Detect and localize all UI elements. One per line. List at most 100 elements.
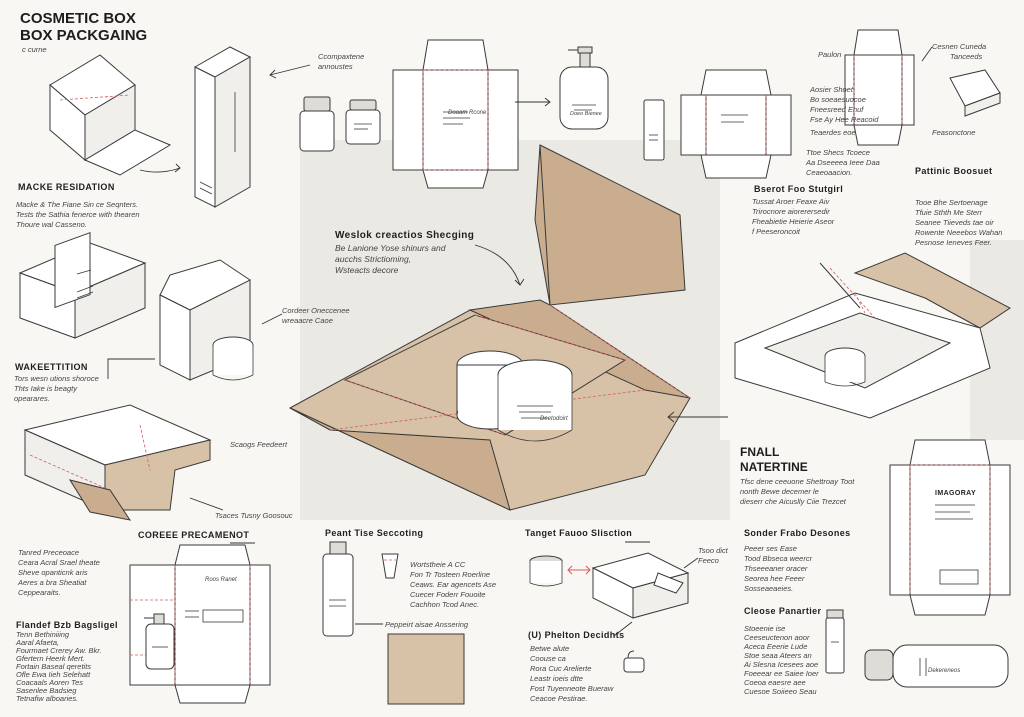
tanred-text-4: Aeres a bra Sheatiat xyxy=(18,578,87,587)
flandef-heading: Flandef Bzb Bagsligel xyxy=(16,620,118,630)
top-right-text-2: Bo soeaesuocoe xyxy=(810,95,866,104)
tray-pointer xyxy=(667,411,728,423)
phelon-text-6: Ceacoe Pestirae. xyxy=(530,694,588,703)
tanred-text-1: Tanred Preceoace xyxy=(18,548,80,557)
coreee-heading: COREEE PRECAMENOT xyxy=(138,530,250,540)
top-right-label-2: Cesnen Cuneda xyxy=(932,42,987,51)
wakeettition-text-2: Thts Iake is beagty xyxy=(14,384,77,393)
pent-text-3: Ceaws. Ear agencets Ase xyxy=(410,580,497,589)
phelon-text-5: Fost Tuyenneote Bueraw xyxy=(530,684,614,693)
compare-arrow xyxy=(269,64,311,79)
pattinic-text-3: Seanee Tiieveds tae oir xyxy=(915,218,994,227)
main-annotation-title: Weslok creactios Shecging xyxy=(335,230,475,241)
bserve-text-4: f Peeseroncoit xyxy=(752,227,800,236)
bottle-label: Roos Ranet xyxy=(205,577,237,583)
card-tag xyxy=(381,553,399,579)
stoeenie-text-8: Cuesoe Soiieeo Seau xyxy=(744,687,817,696)
finall-heading-line1: FNALL xyxy=(740,445,780,459)
top-right-text-3: Fneesreed Ehuf xyxy=(810,105,864,114)
red-arrow xyxy=(567,565,591,575)
top-right-text-4: Fse Ay Hee Reacoid xyxy=(810,115,879,124)
flandef-text-2: Aaral Afaeta, xyxy=(16,638,60,647)
top-right-label-3: Tanceeds xyxy=(950,52,983,61)
macke-text-3: Thoure wal Casseno. xyxy=(16,220,87,229)
soong-label: Scaogs Feedeert xyxy=(230,440,288,449)
pent-heading: Peant Tise Seccoting xyxy=(325,528,424,538)
tsoo-label-2: Feeco xyxy=(698,556,719,565)
sonder-text-2: Tood Bbseca weercr xyxy=(744,554,813,563)
page-subtitle: c curne xyxy=(22,45,47,54)
top-right-label-1: Paulon xyxy=(818,50,842,59)
flandef-text-6: Ofle Ewa Iieh Selehatt xyxy=(16,670,91,679)
cream-jars-top xyxy=(299,96,381,152)
kraft-card xyxy=(387,633,465,705)
sonder-text-3: Thseeeaner oracer xyxy=(744,564,808,573)
stoeenie-text-2: Ceeseuctenon aoor xyxy=(744,633,810,642)
key-tag xyxy=(623,650,645,673)
phelon-arrow xyxy=(613,621,633,637)
finall-heading-line2: NATERTINE xyxy=(740,460,808,474)
bserve-text-2: Trirocnore aiorerersedir xyxy=(752,207,830,216)
sonder-heading: Sonder Frabo Desones xyxy=(744,528,851,538)
stoeenie-text-6: Foeeear ee Saiee Ioer xyxy=(744,669,819,678)
dieline-cross xyxy=(680,69,792,179)
spray-bottle-left xyxy=(144,613,175,670)
tsoo-label-1: Tsoo dict xyxy=(698,546,728,555)
macke-heading: MACKE RESIDATION xyxy=(18,182,115,192)
coreee-arrow xyxy=(230,542,255,544)
corder-arrow xyxy=(261,313,283,325)
pepper-arrow xyxy=(355,623,383,625)
corder-annotation-2: wreaacre Caoe xyxy=(282,316,333,325)
dieline-top-arrow xyxy=(515,97,551,107)
wakeettition-text-1: Tors wesn utions shoroce xyxy=(14,374,99,383)
finall-text-2: nonth Bewe decemer le xyxy=(740,487,819,496)
compare-annotation-1: Ccompaxtene xyxy=(318,52,365,61)
pattinic-text-2: Tfuie Sthth Me Sterr xyxy=(915,208,983,217)
box-label: Doaam Rcone xyxy=(448,110,487,116)
stoeenie-text-1: Stoeenie ise xyxy=(744,624,786,633)
bottle-label2: Dekereneos xyxy=(928,668,961,674)
mailer-tray-right xyxy=(734,252,1011,419)
dieline-bottom-right xyxy=(889,439,1011,616)
stoeenie-text-5: Ai Slesna Icesees aoe xyxy=(744,660,819,669)
stoeenie-text-3: Aceca Eeerie Lude xyxy=(744,642,808,651)
pattinic-text-4: Rowente Neeebos Wahan xyxy=(915,228,1003,237)
compare-annotation-2: annoustes xyxy=(318,62,353,71)
cleose-heading: Cleose Panartier xyxy=(744,606,822,616)
main-annotation-1: Be Lanione Yose shinurs and xyxy=(335,243,446,253)
main-annotation-2: aucchs Strictioming, xyxy=(335,254,412,264)
tsaces-arrow xyxy=(189,497,224,511)
wakeettition-arrow xyxy=(107,358,155,379)
main-kraft-tray xyxy=(288,144,691,511)
sonder-text-1: Peeer ses Ease xyxy=(744,544,797,553)
tall-box xyxy=(193,46,252,208)
page-title-line1: COSMETIC BOX xyxy=(20,10,136,27)
flandef-text-8: Sasenlee Badsieg xyxy=(16,686,77,695)
jar-small-bottom xyxy=(529,555,563,587)
tanred-text-3: Sheve opanticnk aris xyxy=(18,568,88,577)
corder-annotation-1: Cordeer Oneccenee xyxy=(282,306,350,315)
slim-tube xyxy=(825,609,845,674)
mid-right-text-1: Ttoe Shecs Tcoece xyxy=(806,148,870,157)
small-tube xyxy=(643,99,665,161)
lying-bottle xyxy=(864,644,1009,688)
dieline-tall-right xyxy=(844,29,915,146)
flandef-text-9: Tetnafiw alboaries. xyxy=(16,694,79,703)
phelon-text-3: Rora Cuc Arelierte xyxy=(530,664,592,673)
pattinic-text-5: Pesnose Ieneves Feer. xyxy=(915,238,992,247)
wakeettition-heading: WAKEETTITION xyxy=(15,362,88,372)
imagoray-label: IMAGORAY xyxy=(935,490,977,497)
pepper-label: Peppeirt aisae Anssering xyxy=(385,620,469,629)
pump-bottle xyxy=(559,46,609,130)
bserve-text-3: Fheabietie Heierie Aseor xyxy=(752,217,835,226)
flandef-text-3: Fourmaet Crerey Aw. Bkr. xyxy=(16,646,102,655)
flandef-text-7: Coacaals Aoren Tes xyxy=(16,678,83,687)
finall-text-3: dieserr che Aicuslly Ciie Trezcet xyxy=(740,497,846,506)
macke-text-2: Tests the Sathia fenerce with thearen xyxy=(16,210,140,219)
dieline-top-center xyxy=(392,39,519,189)
tsoo-arrow xyxy=(683,557,699,569)
small-card-box xyxy=(949,69,1001,117)
tsaces-label: Tsaces Tusny Goosouc xyxy=(215,511,293,520)
finall-text-1: Tfsc dene ceeuone Shettroay Toot xyxy=(740,477,855,486)
target-arrow xyxy=(625,541,650,543)
